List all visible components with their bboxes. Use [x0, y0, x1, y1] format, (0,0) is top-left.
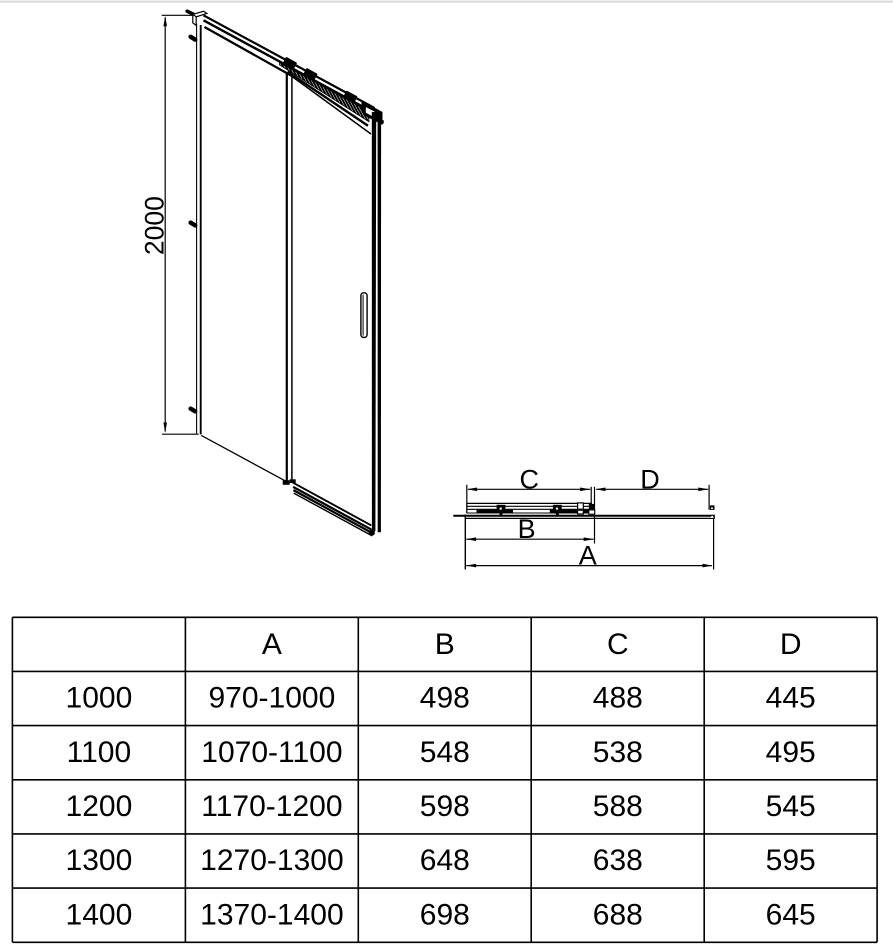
- svg-text:D: D: [640, 464, 660, 494]
- svg-text:698: 698: [420, 898, 470, 931]
- svg-text:588: 588: [593, 790, 643, 823]
- svg-text:638: 638: [593, 844, 643, 877]
- svg-text:1170-1200: 1170-1200: [201, 790, 342, 823]
- svg-text:A: A: [262, 628, 282, 661]
- svg-text:1300: 1300: [66, 844, 133, 877]
- svg-text:1100: 1100: [67, 736, 132, 769]
- svg-text:A: A: [579, 541, 597, 571]
- svg-text:B: B: [518, 514, 536, 544]
- svg-text:1070-1100: 1070-1100: [201, 736, 342, 769]
- svg-text:2000: 2000: [140, 196, 170, 255]
- svg-text:C: C: [519, 464, 539, 494]
- svg-text:688: 688: [593, 898, 643, 931]
- svg-text:495: 495: [766, 736, 816, 769]
- svg-text:498: 498: [420, 682, 470, 715]
- svg-text:548: 548: [420, 736, 470, 769]
- svg-text:645: 645: [766, 898, 816, 931]
- svg-text:445: 445: [766, 682, 816, 715]
- svg-text:1200: 1200: [66, 790, 133, 823]
- svg-text:C: C: [607, 628, 629, 661]
- svg-text:598: 598: [420, 790, 470, 823]
- svg-text:595: 595: [766, 844, 816, 877]
- svg-text:538: 538: [593, 736, 643, 769]
- svg-text:648: 648: [420, 844, 470, 877]
- svg-text:1370-1400: 1370-1400: [200, 898, 343, 931]
- svg-text:545: 545: [766, 790, 816, 823]
- svg-text:970-1000: 970-1000: [209, 682, 336, 715]
- svg-text:488: 488: [593, 682, 643, 715]
- svg-text:1000: 1000: [66, 682, 133, 715]
- svg-text:1400: 1400: [66, 898, 133, 931]
- svg-text:B: B: [435, 628, 455, 661]
- svg-text:D: D: [780, 628, 802, 661]
- svg-text:1270-1300: 1270-1300: [200, 844, 343, 877]
